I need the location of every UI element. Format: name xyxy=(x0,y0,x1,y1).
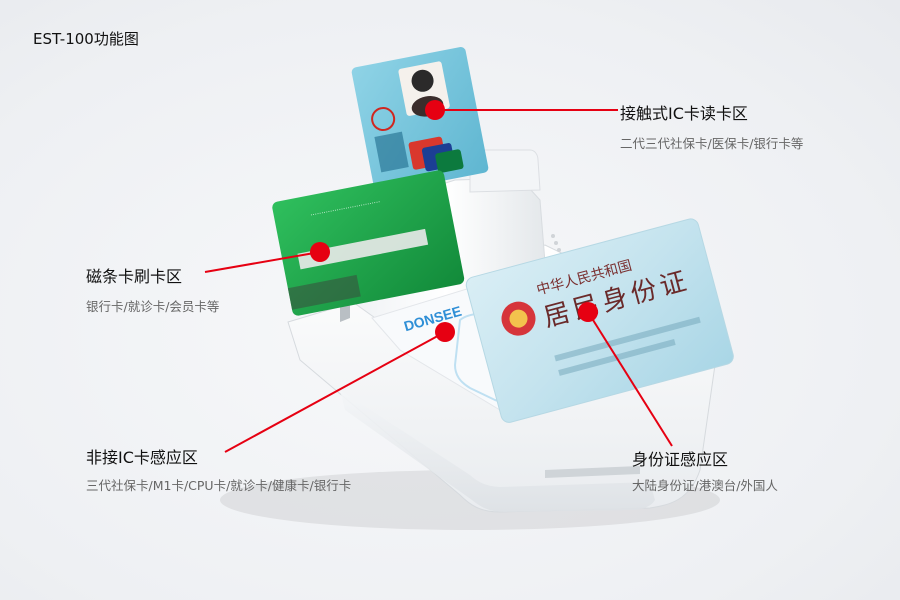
marker-contact-ic xyxy=(425,100,445,120)
callout-magstripe-title: 磁条卡刷卡区 xyxy=(86,267,183,286)
front-slot xyxy=(545,466,640,478)
callout-magstripe-subtitle: 银行卡/就诊卡/会员卡等 xyxy=(86,299,220,314)
callout-contactless-subtitle: 三代社保卡/M1卡/CPU卡/就诊卡/健康卡/银行卡 xyxy=(86,478,352,493)
page-title: EST-100功能图 xyxy=(33,30,139,48)
callout-id-card-subtitle: 大陆身份证/港澳台/外国人 xyxy=(632,478,778,493)
marker-contactless xyxy=(435,322,455,342)
marker-id-card xyxy=(578,302,598,322)
status-leds xyxy=(551,234,561,252)
callout-line-magstripe xyxy=(204,251,321,273)
callout-contact-ic-title: 接触式IC卡读卡区 xyxy=(620,104,748,123)
tower-top xyxy=(469,149,541,193)
callout-contact-ic-subtitle: 二代三代社保卡/医保卡/银行卡等 xyxy=(620,136,804,151)
callout-line-id-card xyxy=(587,311,673,447)
social-security-card xyxy=(351,46,489,194)
callout-id-card-title: 身份证感应区 xyxy=(632,450,729,469)
device-front xyxy=(340,390,655,512)
callout-line-contactless xyxy=(224,331,446,453)
callout-contactless-title: 非接IC卡感应区 xyxy=(86,448,198,467)
marker-magstripe xyxy=(310,242,330,262)
bank-card-green: ................................ xyxy=(272,170,465,316)
